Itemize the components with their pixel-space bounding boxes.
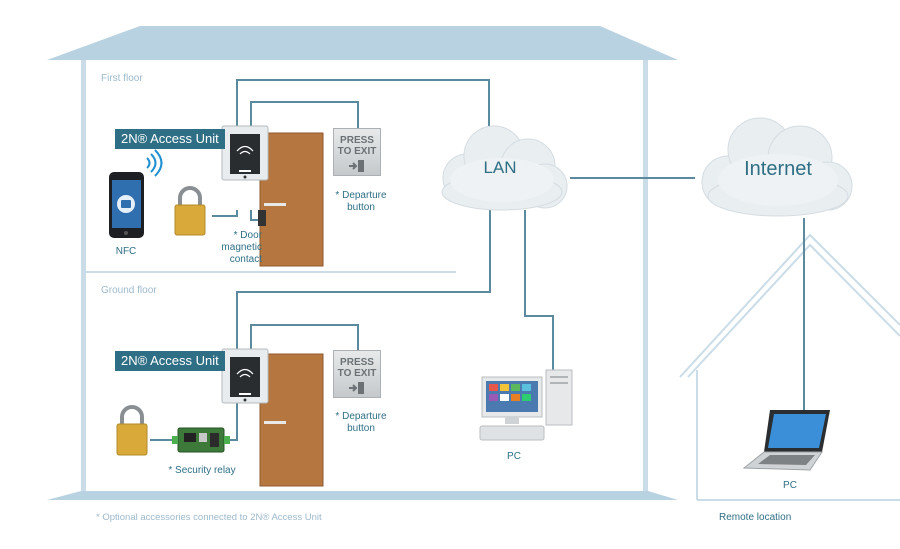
floor-label-first: First floor (101, 73, 143, 84)
access-unit-label-ground: 2N® Access Unit (115, 351, 225, 371)
nfc-phone (109, 172, 144, 238)
door-contact-label: * Door magnetic contact (221, 230, 262, 265)
wifi-icon (146, 149, 163, 177)
padlock-icon-ground (116, 405, 148, 456)
exit-door-icon (349, 382, 364, 394)
security-relay-device (172, 427, 230, 453)
departure-button-ground: PRESS TO EXIT (333, 350, 381, 398)
house-roof (47, 26, 678, 60)
door-ground-floor (259, 353, 324, 487)
pc-desktop (479, 369, 573, 441)
departure-button-first: PRESS TO EXIT (333, 128, 381, 176)
access-unit-label-first: 2N® Access Unit (115, 129, 225, 149)
lan-label: LAN (483, 158, 517, 177)
departure-button-label-ground: * Departure button (335, 411, 387, 434)
house-wall-left (81, 60, 86, 493)
door-first-floor (258, 132, 324, 267)
internet-label: Internet (744, 158, 812, 180)
nfc-label: NFC (115, 246, 137, 257)
exit-door-icon (349, 160, 364, 172)
press-text-line1: PRESS (340, 357, 374, 368)
press-text-line2: TO EXIT (337, 368, 377, 379)
internet-cloud (701, 117, 853, 217)
network-lines (150, 79, 805, 441)
press-text-line2: TO EXIT (337, 146, 377, 157)
access-unit-ground-device (221, 348, 269, 404)
footnote: * Optional accessories connected to 2N® … (96, 512, 322, 523)
pc-remote-label: PC (783, 480, 797, 491)
departure-button-label-first: * Departure button (335, 190, 387, 213)
main-house (47, 26, 678, 500)
press-text-line1: PRESS (340, 135, 374, 146)
access-unit-first-device (221, 125, 269, 181)
lan-cloud (441, 125, 568, 211)
padlock-icon-first (174, 186, 206, 236)
security-relay-label: * Security relay (168, 465, 236, 476)
house-floor-base (47, 491, 678, 500)
floor-label-ground: Ground floor (101, 285, 157, 296)
pc-local-label: PC (507, 451, 521, 462)
remote-location-label: Remote location (719, 512, 792, 523)
floor-divider (86, 271, 456, 273)
remote-house (679, 233, 900, 501)
pc-laptop (742, 410, 830, 471)
house-wall-right (643, 60, 648, 493)
